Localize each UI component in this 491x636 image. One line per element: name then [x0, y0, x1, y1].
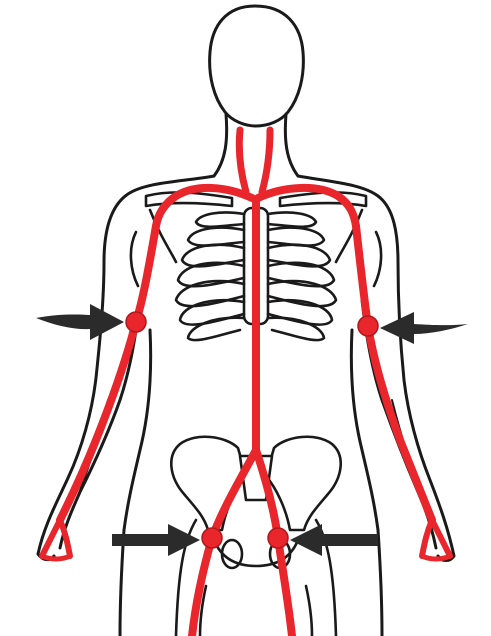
humerus-head-right: [374, 232, 381, 286]
pulse-point-femoral-left: [268, 528, 288, 548]
pulse-point-brachial-right: [126, 312, 146, 332]
skeleton: [74, 192, 426, 636]
ribs-right: [268, 212, 336, 340]
pulse-point-femoral-right: [202, 528, 222, 548]
radial-artery-left: [42, 520, 60, 556]
neck-outline-right: [285, 114, 298, 176]
carotid-right: [262, 130, 270, 192]
humerus-head-left: [131, 232, 138, 286]
obturator-left: [222, 540, 242, 568]
brachial-artery-left: [60, 226, 156, 520]
neck-outline: [214, 114, 227, 176]
femur-right-inner: [306, 586, 312, 636]
torso-left-outline: [120, 330, 151, 636]
hand-artery-right: [422, 556, 450, 559]
ulnar-artery-right: [422, 520, 432, 556]
pulse-point-brachial-left: [358, 316, 378, 336]
head-outline: [210, 6, 304, 126]
hand-artery-left: [42, 556, 70, 559]
carotid-left: [239, 130, 246, 192]
arrow-brachial-left: [380, 312, 468, 344]
ribs-left: [176, 212, 244, 340]
arteries: [42, 130, 450, 636]
clavicle-right: [280, 192, 366, 206]
arrow-brachial-right: [36, 304, 124, 340]
